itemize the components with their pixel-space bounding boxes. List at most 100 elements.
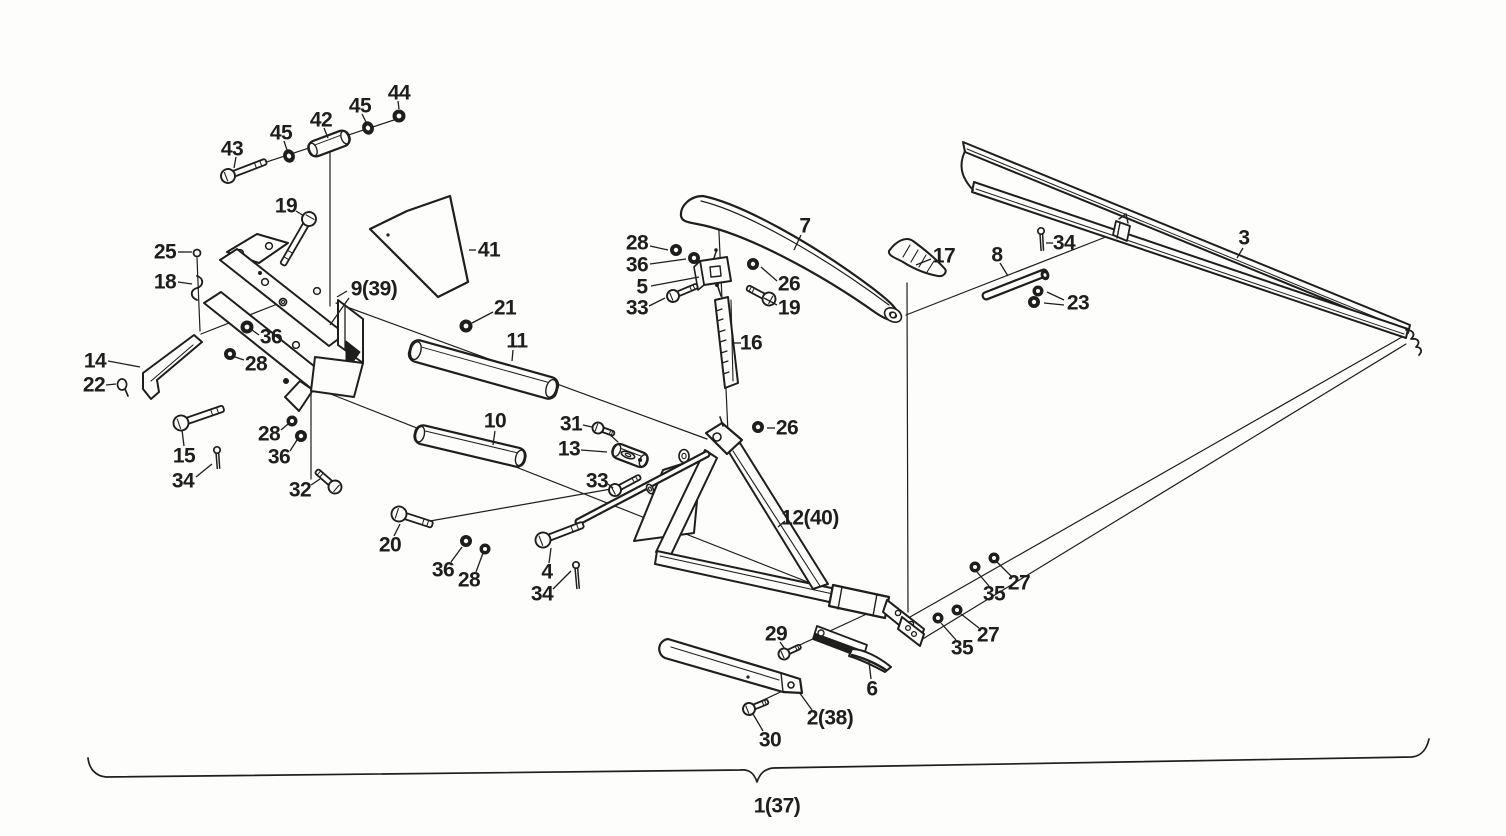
- part-number-text-42: 42: [310, 109, 332, 132]
- bolt-29: [777, 643, 802, 661]
- part-number-text-33: 33: [586, 470, 608, 493]
- guide-block-5-pin-line: [713, 251, 717, 259]
- bracket-9-ear-hole-b: [264, 241, 274, 251]
- nut-27b: [951, 604, 963, 616]
- part-number-text-9-39: 9(39): [351, 278, 398, 301]
- blade-7-inner-line: [700, 200, 890, 306]
- plate-41: [368, 194, 470, 299]
- washer-21: [459, 319, 473, 333]
- part-number-text-13: 13: [558, 438, 580, 461]
- cotter-pin-34c: [1036, 226, 1046, 252]
- wedge-17: [887, 238, 947, 278]
- part-number-text-43: 43: [221, 138, 243, 161]
- arm-2: [658, 637, 804, 695]
- part-callout-34: 34: [172, 463, 213, 493]
- part-number-text-35: 35: [983, 583, 1006, 606]
- skid-6-edge: [850, 653, 888, 672]
- bolt-19a: [279, 211, 317, 267]
- beam-3-tip-hook: [1405, 329, 1423, 356]
- frame-12-leg-line: [732, 450, 821, 587]
- part-callout-23: 23: [1043, 291, 1090, 315]
- part-callout-15: 15: [173, 429, 196, 468]
- nut-36c: [460, 535, 472, 547]
- part-number-text-7: 7: [799, 215, 810, 238]
- part-callout-41: 41: [469, 239, 501, 262]
- washer-45b: [362, 121, 374, 135]
- link-line-bracket-sleeve: [322, 390, 834, 593]
- part-callout-42: 42: [310, 109, 333, 139]
- nut-44: [392, 109, 406, 123]
- part-number-text-6: 6: [866, 678, 877, 701]
- rack-bar-16-inner: [730, 299, 734, 382]
- guide-block-5-tab: [693, 260, 705, 291]
- part-number-text-36: 36: [260, 326, 282, 349]
- part-callout-27: 27: [996, 561, 1031, 595]
- part-callout-45: 45: [349, 95, 372, 123]
- nut-35b: [932, 612, 944, 624]
- part-callout-21: 21: [471, 297, 517, 324]
- bolt-30: [742, 698, 770, 716]
- part-number-text-28: 28: [626, 232, 649, 255]
- washer-8: [1040, 269, 1050, 281]
- bracket-9-hole-c: [260, 277, 270, 287]
- frame-12-sleeve: [827, 583, 891, 620]
- plate-41-hole: [386, 233, 390, 237]
- link-line-bar-beamtip-a: [902, 336, 1403, 622]
- part-number-text-36: 36: [268, 446, 290, 469]
- part-number-text-36: 36: [626, 254, 648, 277]
- rod-collar: [645, 483, 655, 495]
- part-number-text-11: 11: [506, 330, 528, 353]
- bolt-31: [591, 421, 616, 437]
- nut-27a: [988, 552, 1000, 564]
- bracket-9-flap: [310, 356, 364, 398]
- part-number-text-19: 19: [778, 297, 800, 320]
- part-callout-10: 10: [484, 410, 507, 446]
- spacer-tube-42: [307, 129, 351, 158]
- lever-14-inner-line: [150, 344, 194, 382]
- part-callout-18: 18: [154, 271, 193, 294]
- lever-14: [142, 334, 203, 400]
- arm-2-rivet: [746, 675, 750, 679]
- part-number-text-2-38: 2(38): [807, 707, 854, 730]
- part-callout-17: 17: [915, 245, 956, 268]
- nut-23b: [1028, 296, 1040, 308]
- part-callout-19: 19: [275, 195, 305, 218]
- nut-26a: [747, 258, 759, 270]
- part-callout-33: 33: [586, 470, 614, 493]
- frame-12-apex-bracket: [704, 421, 744, 456]
- part-callout-26: 26: [760, 266, 801, 296]
- assembly-brace: [87, 738, 1430, 783]
- clamp-block-13-dot: [638, 458, 642, 462]
- part-number-text-12-40: 12(40): [781, 507, 839, 530]
- guide-block-5-pin: [714, 248, 718, 252]
- part-number-text-44: 44: [388, 82, 411, 105]
- part-callout-28: 28: [626, 232, 669, 255]
- part-callout-7: 7: [793, 215, 811, 251]
- part-number-text-4: 4: [541, 561, 553, 584]
- arm-2-notch: [780, 672, 784, 693]
- part-number-text-18: 18: [154, 271, 177, 294]
- part-number-text-35: 35: [951, 637, 974, 660]
- frame-12-chord-line: [659, 555, 834, 595]
- rack-bar-16-pin: [717, 286, 722, 297]
- part-number-text-20: 20: [379, 534, 401, 557]
- part-number-text-34: 34: [1053, 232, 1076, 255]
- part-callout-34: 34: [1046, 232, 1076, 255]
- part-callout-44: 44: [388, 82, 411, 110]
- part-callout-26: 26: [767, 417, 799, 440]
- part-callout-43: 43: [221, 138, 244, 169]
- part-callout-1-37: 1(37): [754, 795, 801, 818]
- part-number-text-33: 33: [626, 297, 648, 320]
- part-callout-36: 36: [251, 326, 283, 349]
- part-number-text-30: 30: [759, 729, 781, 752]
- part-number-text-26: 26: [776, 417, 798, 440]
- nut-36a: [240, 320, 254, 334]
- blade-7-end-hole: [889, 311, 897, 319]
- part-callout-5: 5: [636, 276, 700, 299]
- part-number-text-3: 3: [1238, 227, 1249, 250]
- link-line-20-33: [429, 488, 612, 522]
- nut-28c: [479, 543, 491, 555]
